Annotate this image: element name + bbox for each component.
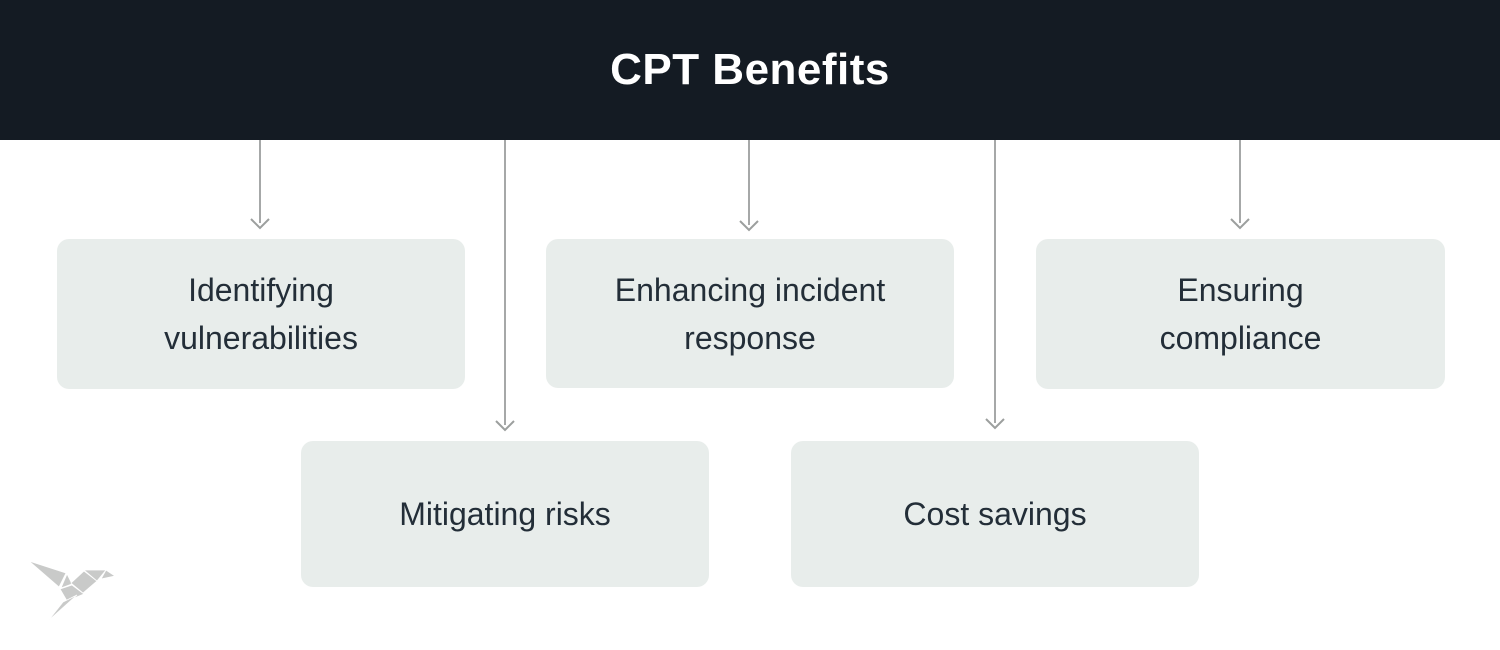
arrow-down-icon	[739, 140, 759, 232]
origami-bird-logo	[28, 560, 117, 622]
header-bar: CPT Benefits	[0, 0, 1500, 140]
benefit-label: Ensuring compliance	[1159, 272, 1322, 356]
benefit-box-cost-savings: Cost savings	[791, 441, 1199, 587]
arrow-down-icon	[495, 140, 515, 432]
benefit-box-mitigating-risks: Mitigating risks	[301, 441, 709, 587]
benefit-label: Identifying vulnerabilities	[164, 272, 358, 356]
arrow-down-icon	[1230, 140, 1250, 230]
benefit-box-ensuring-compliance: Ensuring compliance	[1036, 239, 1445, 389]
benefit-box-enhancing-incident-response: Enhancing incident response	[546, 239, 954, 388]
page-title: CPT Benefits	[610, 45, 890, 94]
benefit-label: Mitigating risks	[399, 496, 611, 532]
benefit-label: Cost savings	[903, 496, 1087, 532]
arrow-down-icon	[250, 140, 270, 230]
arrow-down-icon	[985, 140, 1005, 430]
benefit-box-identifying-vulnerabilities: Identifying vulnerabilities	[57, 239, 465, 389]
benefit-label: Enhancing incident response	[614, 271, 886, 356]
